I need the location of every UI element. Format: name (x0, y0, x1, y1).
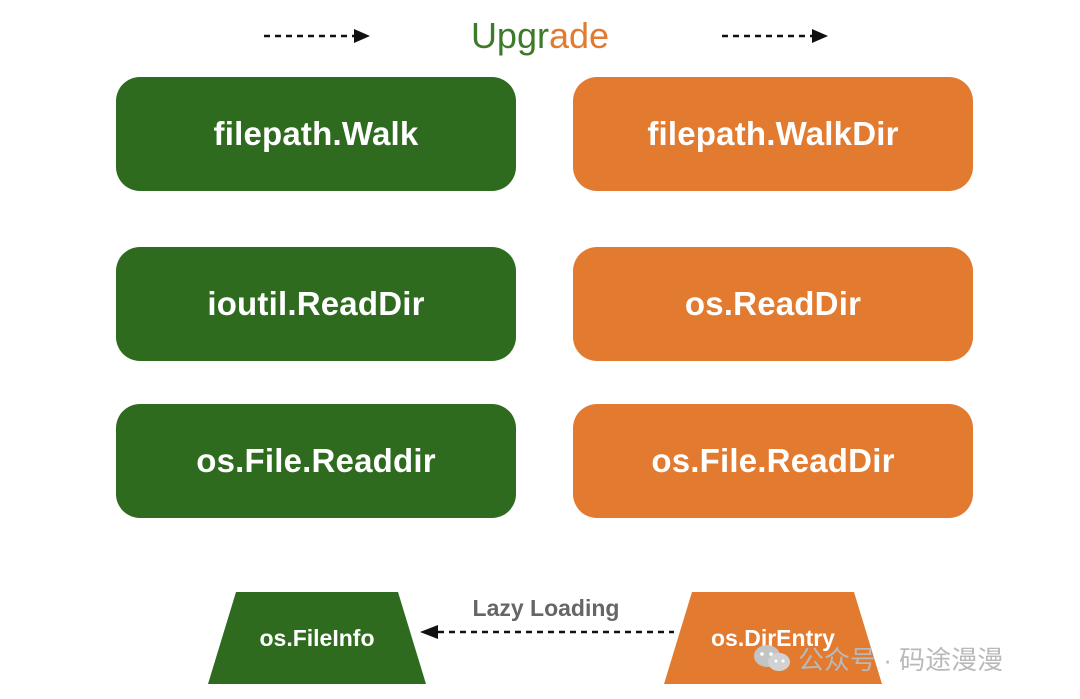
lazy-loading-label: Lazy Loading (472, 595, 620, 621)
box-label: os.ReadDir (684, 285, 862, 322)
box-os-file-readdir-new: os.File.ReadDir (573, 404, 973, 518)
box-label: ioutil.ReadDir (207, 285, 425, 322)
upgrade-title-part1: Upgr (470, 15, 549, 56)
watermark: 公众号 · 码途漫漫 (752, 638, 1052, 678)
dashed-arrow-right (722, 29, 828, 43)
box-label: os.File.Readdir (196, 442, 436, 479)
diagram-header: Upgrade (0, 0, 1080, 74)
watermark-text: 公众号 · 码途漫漫 (798, 644, 1004, 675)
lazy-loading-arrow (420, 625, 674, 639)
box-label: filepath.Walk (213, 115, 419, 152)
wechat-icon (754, 645, 790, 671)
upgrade-title: Upgrade (0, 14, 1080, 58)
box-filepath-walk: filepath.Walk (116, 77, 516, 191)
dashed-arrow-left (264, 29, 370, 43)
box-label: filepath.WalkDir (647, 115, 899, 152)
box-ioutil-readdir: ioutil.ReadDir (116, 247, 516, 361)
fileinfo-trapezoid (208, 592, 426, 684)
fileinfo-label: os.FileInfo (259, 624, 375, 651)
box-label: os.File.ReadDir (651, 442, 895, 479)
direntry-label: os.DirEntry (711, 624, 835, 651)
box-os-file-readdir-old: os.File.Readdir (116, 404, 516, 518)
upgrade-title-part2: ade (548, 15, 610, 56)
box-os-readdir: os.ReadDir (573, 247, 973, 361)
box-filepath-walkdir: filepath.WalkDir (573, 77, 973, 191)
direntry-trapezoid (664, 592, 882, 684)
